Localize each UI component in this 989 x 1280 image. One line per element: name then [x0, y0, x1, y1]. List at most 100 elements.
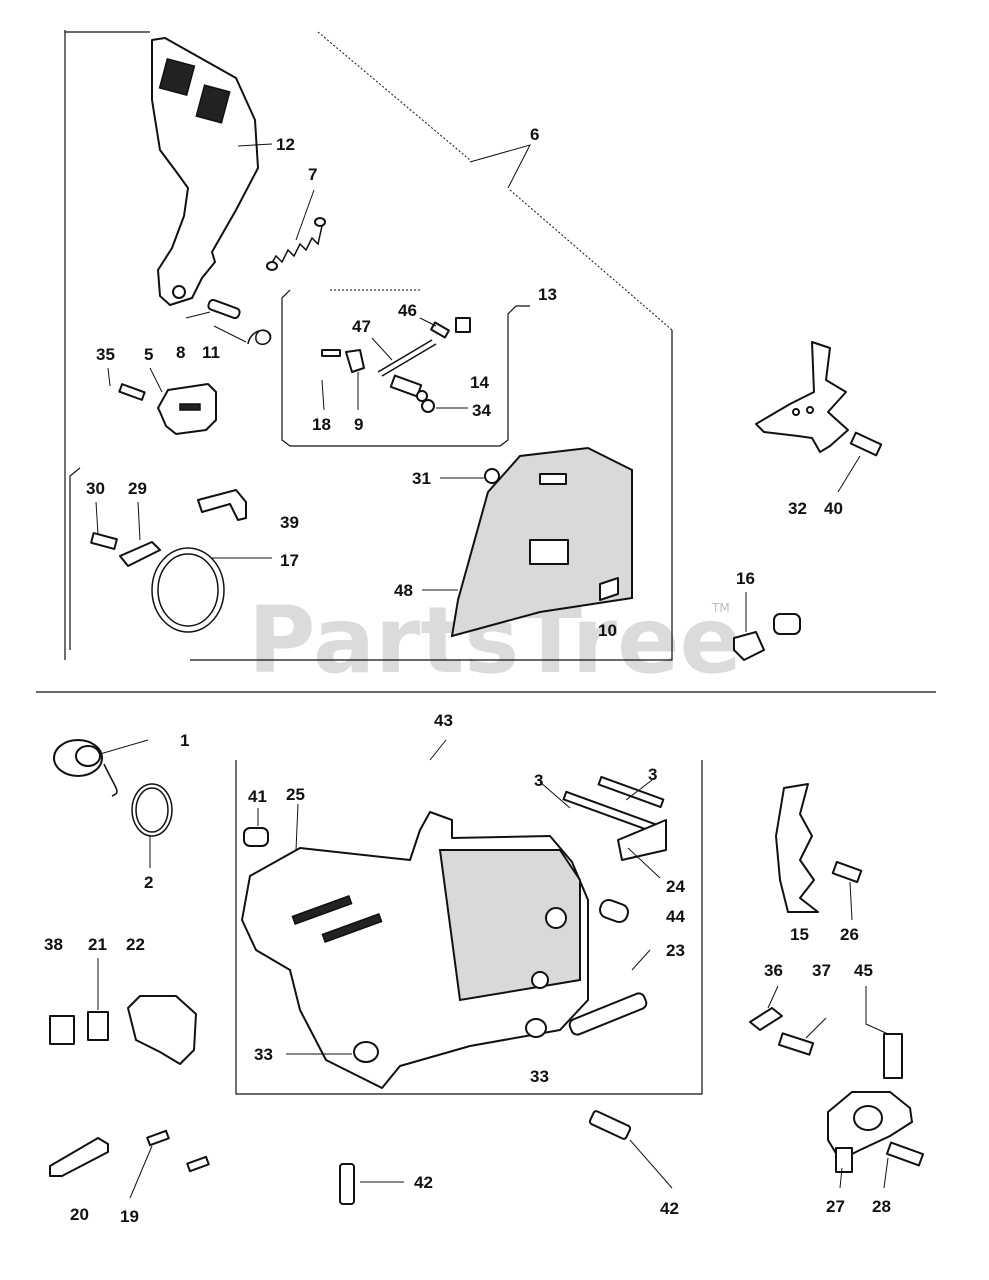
bracket-part-24: [617, 819, 667, 879]
callout-40: 40: [824, 499, 843, 518]
screw-part-40: [837, 431, 883, 493]
callout-27: 27: [826, 1197, 845, 1216]
grommet-part-41: [243, 808, 269, 847]
spring-part-11: [213, 325, 272, 345]
screw-part-26: [831, 860, 863, 921]
callout-39: 39: [280, 513, 299, 532]
callout-33a: 33: [254, 1045, 273, 1064]
link-part-29: [119, 501, 161, 567]
callout-28: 28: [872, 1197, 891, 1216]
callout-17: 17: [280, 551, 299, 570]
callout-18: 18: [312, 415, 331, 434]
crankcase-frame: [235, 739, 703, 1095]
spring-clip-part-39: [197, 489, 247, 521]
callout-45: 45: [854, 961, 873, 980]
callout-22: 22: [126, 935, 145, 954]
callout-41: 41: [248, 787, 267, 806]
callout-3b: 3: [648, 765, 657, 784]
callout-29: 29: [128, 479, 147, 498]
clutch-cover-part-48: [422, 446, 633, 638]
spike-part-32: [755, 341, 849, 453]
pin-part-8: [185, 298, 241, 320]
callout-36: 36: [764, 961, 783, 980]
callout-30: 30: [86, 479, 105, 498]
sleeve-part-44: [599, 899, 629, 923]
screw-part-35: [107, 367, 146, 401]
callout-35: 35: [96, 345, 115, 364]
upper-callouts: 12 7 6 8 11 35 5 47 46 13 14 34 18 9 30 …: [86, 125, 843, 640]
callout-1: 1: [180, 731, 189, 750]
screw-part-28: [883, 1141, 925, 1189]
lever-part-20: [49, 1137, 109, 1177]
oil-pump-part-27: [827, 1091, 913, 1189]
nut-part-31: [440, 468, 500, 484]
callout-31: 31: [412, 469, 431, 488]
plate-part-38: [49, 1015, 75, 1045]
label-part-10: [599, 577, 619, 601]
switch-part-21: [87, 958, 109, 1041]
brake-bracket-part-5: [149, 367, 217, 435]
callout-15: 15: [790, 925, 809, 944]
callout-3a: 3: [534, 771, 543, 790]
watermark-trademark: TM: [711, 601, 730, 615]
callout-10: 10: [598, 621, 617, 640]
key-part-36: [749, 985, 783, 1031]
nut-part-46: [419, 317, 471, 339]
bolt-part-23: [568, 949, 651, 1036]
adjuster-screw-part-47: [371, 337, 437, 377]
callout-42b: 42: [660, 1199, 679, 1218]
bolt-part-42a: [339, 1163, 404, 1205]
callout-42a: 42: [414, 1173, 433, 1192]
callout-43: 43: [434, 711, 453, 730]
callout-23: 23: [666, 941, 685, 960]
bolt-part-14: [389, 374, 428, 402]
upper-frame: [64, 30, 673, 661]
callout-11: 11: [202, 343, 220, 362]
callout-5: 5: [144, 345, 153, 364]
callout-47: 47: [352, 317, 371, 336]
throttle-part-22: [127, 995, 197, 1065]
callout-34: 34: [472, 401, 491, 420]
spring-part-7: [266, 189, 326, 271]
screw-part-37: [777, 1017, 827, 1056]
callout-8: 8: [176, 343, 185, 362]
spike-part-15: [775, 783, 819, 913]
screw-part-18: [321, 349, 341, 411]
callout-38: 38: [44, 935, 63, 954]
stud-part-3: [539, 775, 665, 834]
bolt-part-42b: [588, 1110, 673, 1189]
screws-part-19: [129, 1129, 210, 1199]
callout-48: 48: [394, 581, 413, 600]
callout-26: 26: [840, 925, 859, 944]
callout-13: 13: [538, 285, 557, 304]
callout-32: 32: [788, 499, 807, 518]
pipe-part-45: [865, 986, 903, 1079]
o-ring-part-2: [131, 783, 173, 868]
callout-25: 25: [286, 785, 305, 804]
clip-part-9: [345, 349, 365, 410]
screw-part-30: [90, 501, 118, 550]
washer-part-34: [421, 399, 468, 413]
callout-33b: 33: [530, 1067, 549, 1086]
callout-12: 12: [276, 135, 295, 154]
callout-37: 37: [812, 961, 831, 980]
callout-46: 46: [398, 301, 417, 320]
callout-7: 7: [308, 165, 317, 184]
callout-9: 9: [354, 415, 363, 434]
callout-44: 44: [666, 907, 685, 926]
callout-16: 16: [736, 569, 755, 588]
brake-band-part-17: [151, 547, 272, 633]
plug-part-33b: [525, 1018, 547, 1038]
nut-part-16: [733, 592, 801, 661]
crankcase-part-25: [241, 803, 589, 1089]
lower-callouts: 1 2 43 41 25 3 3 24 44 23 33 33 38 21 22…: [44, 711, 891, 1226]
callout-24: 24: [666, 877, 685, 896]
callout-2: 2: [144, 873, 153, 892]
callout-21: 21: [88, 935, 107, 954]
pump-part-1: [53, 739, 149, 797]
chain-brake-handle: [151, 37, 273, 306]
callout-14: 14: [470, 373, 489, 392]
callout-20: 20: [70, 1205, 89, 1224]
callout-6: 6: [530, 125, 539, 144]
